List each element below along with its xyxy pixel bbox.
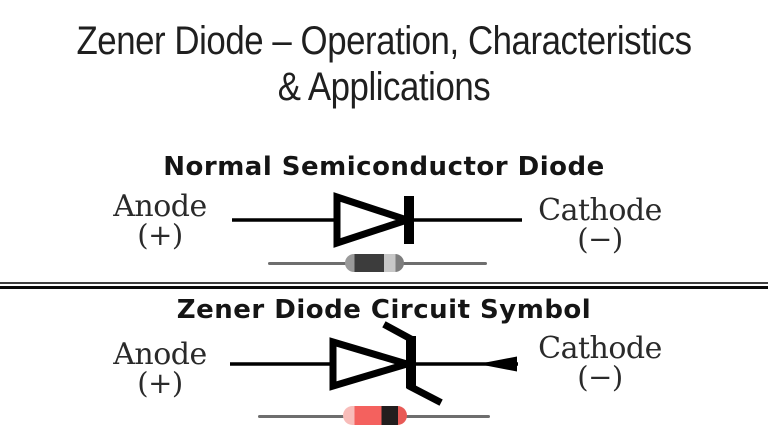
diode-cathode-bar [404,196,414,244]
normal-cathode-polarity: (−) [577,222,623,256]
normal-anode-polarity: (+) [137,218,183,252]
zener-bar-bottom-bend [406,382,443,406]
normal-anode-text: Anode [113,189,207,224]
zener-cathode-polarity: (−) [577,360,623,394]
zener-triangle [329,337,420,391]
section-divider-thin-line [0,282,768,284]
zener-symbol-icon [230,321,518,406]
slide-title-line-1: Zener Diode – Operation, Characteristics [76,19,692,63]
slide-title-line-2: & Applications [277,65,491,109]
cathode-arrowhead-icon [478,356,517,372]
zener-bar-top-bend [382,321,416,344]
normal-diode-heading: Normal Semiconductor Diode [163,152,605,182]
zener-cathode-label: Cathode (−) [520,334,680,392]
zener-cathode-bar [406,336,416,388]
diode-photo-body [345,254,404,272]
zener-photo-body [343,406,407,425]
zener-anode-text: Anode [113,337,207,372]
section-divider-thick-line [0,286,768,289]
normal-cathode-text: Cathode [538,193,662,228]
zener-diode-heading: Zener Diode Circuit Symbol [176,295,592,325]
zener-anode-label: Anode (+) [100,340,220,398]
diode-symbol-icon [232,192,522,248]
slide-title: Zener Diode – Operation, Characteristics… [50,18,718,110]
normal-cathode-label: Cathode (−) [520,196,680,254]
diode-triangle [333,192,419,248]
zener-cathode-text: Cathode [538,331,662,366]
zener-anode-polarity: (+) [137,366,183,400]
normal-anode-label: Anode (+) [100,192,220,250]
